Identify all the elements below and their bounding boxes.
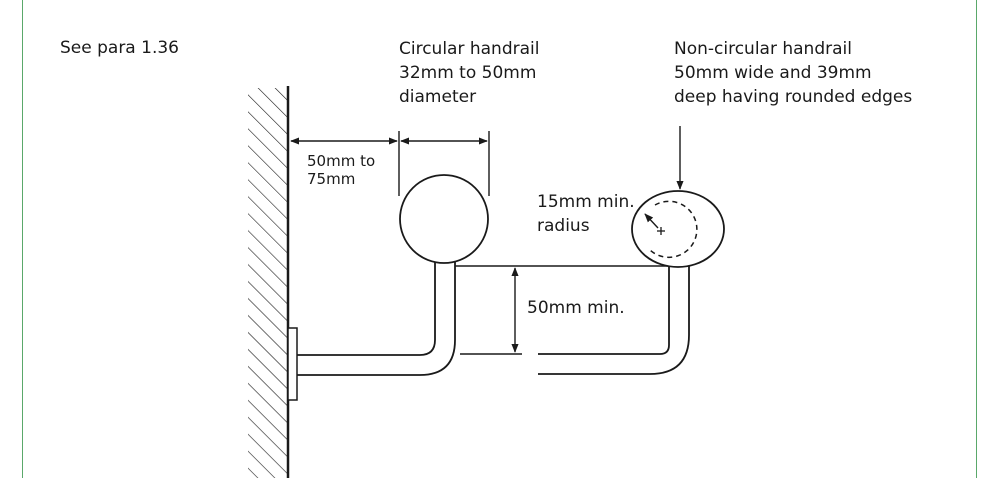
circular-handrail-bracket <box>297 262 456 376</box>
radius-label: 15mm min. radius <box>537 190 635 238</box>
non-circular-handrail-label: Non-circular handrail 50mm wide and 39mm… <box>674 37 912 109</box>
circular-handrail-label-line: 32mm to 50mm <box>399 63 537 83</box>
non-circular-handrail-label-line: 50mm wide and 39mm <box>674 63 872 83</box>
wall-gap-label: 50mm to 75mm <box>307 152 375 188</box>
clearance-dimension <box>460 267 522 355</box>
reference-label: See para 1.36 <box>60 38 179 58</box>
radius-center-mark <box>657 227 665 235</box>
clearance-label: 50mm min. <box>527 298 625 318</box>
circular-handrail-label-line: diameter <box>399 87 477 107</box>
circular-handrail-label: Circular handrail 32mm to 50mm diameter <box>399 37 539 109</box>
non-circular-handrail-label-line: Non-circular handrail <box>674 39 852 59</box>
wall-gap-dimension <box>290 131 490 196</box>
wall-gap-label-line: 75mm <box>307 170 356 188</box>
non-circular-handrail-label-line: deep having rounded edges <box>674 87 913 107</box>
circular-handrail-label-line: Circular handrail <box>399 39 540 59</box>
wall-hatching <box>248 88 288 478</box>
wall <box>248 86 290 478</box>
wall-gap-label-line: 50mm to <box>307 152 376 170</box>
frame-border-right <box>976 0 977 478</box>
radius-label-line: 15mm min. <box>537 192 635 212</box>
radius-label-line: radius <box>537 216 590 236</box>
non-circular-handrail <box>631 190 725 268</box>
frame-border-left <box>22 0 23 478</box>
circular-handrail <box>399 174 489 264</box>
wall-bracket-plate <box>287 327 298 401</box>
non-circular-handrail-bracket <box>538 262 690 375</box>
radius-arrow <box>644 213 659 229</box>
